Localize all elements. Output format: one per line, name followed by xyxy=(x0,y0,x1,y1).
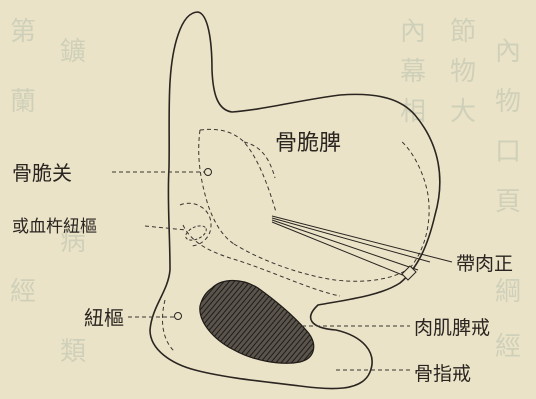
small-oval-structure xyxy=(183,223,208,243)
label-upper-left: 骨脆关 xyxy=(12,161,72,185)
svg-text:大: 大 xyxy=(450,97,476,127)
hatched-muscle xyxy=(200,281,314,364)
svg-text:經: 經 xyxy=(495,332,521,362)
svg-text:綱: 綱 xyxy=(495,277,521,307)
svg-text:物: 物 xyxy=(450,57,476,87)
svg-text:幕: 幕 xyxy=(400,57,426,87)
svg-text:經: 經 xyxy=(10,277,36,307)
svg-text:內: 內 xyxy=(495,37,521,67)
lower-joint-marker xyxy=(175,313,182,320)
label-lower-left: 紐樞 xyxy=(84,306,124,330)
label-right-lower: 骨指戒 xyxy=(414,363,471,385)
svg-text:第: 第 xyxy=(10,17,36,47)
label-middle-left: 或血杵紐樞 xyxy=(12,217,97,237)
svg-text:類: 類 xyxy=(60,337,86,367)
label-right-middle: 肉肌脾戒 xyxy=(414,317,490,339)
label-right-upper: 帶肉正 xyxy=(456,253,513,275)
svg-text:蘭: 蘭 xyxy=(10,87,36,117)
label-main: 骨脆脾 xyxy=(275,131,341,156)
svg-text:頁: 頁 xyxy=(495,187,521,217)
svg-text:節: 節 xyxy=(450,17,476,47)
upper-joint-marker xyxy=(205,169,212,176)
svg-text:口: 口 xyxy=(495,137,521,167)
svg-text:鑛: 鑛 xyxy=(60,37,86,67)
svg-text:物: 物 xyxy=(495,87,521,117)
svg-text:內: 內 xyxy=(400,17,426,47)
